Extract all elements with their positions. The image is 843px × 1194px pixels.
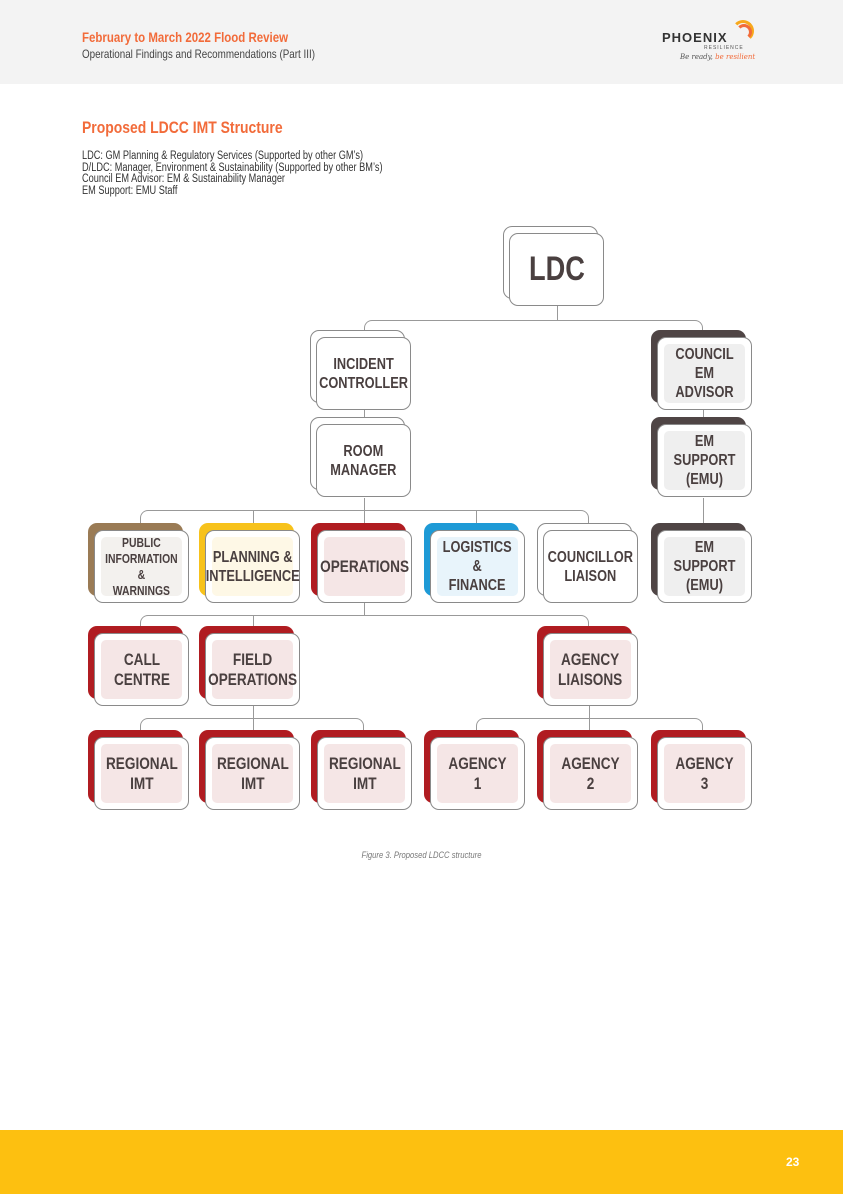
org-box-lf: LOGISTICS & FINANCE [424,523,525,603]
org-box-a2: AGENCY 2 [537,730,638,810]
org-box-r2: REGIONAL IMT [199,730,300,810]
connector-line [557,306,558,320]
box-label: AGENCY 2 [561,753,620,793]
connector-line [364,320,703,331]
box-label: INCIDENT CONTROLLER [319,355,408,392]
box-label: EM SUPPORT (EMU) [673,539,736,594]
box-label: REGIONAL IMT [216,753,289,793]
connector-line [140,615,589,626]
box-label: FIELD OPERATIONS [208,649,297,689]
page-title: Proposed LDCC IMT Structure [82,118,283,137]
org-box-ops: OPERATIONS [311,523,412,603]
box-label: OPERATIONS [320,556,409,576]
role-list: LDC: GM Planning & Regulatory Services (… [82,150,383,197]
box-label: AGENCY 1 [448,753,507,793]
box-label: LDC [528,250,585,288]
box-label: COUNCIL EM ADVISOR [675,346,734,401]
box-label: PLANNING & INTELLIGENCE [205,548,300,585]
box-label: REGIONAL IMT [328,753,401,793]
phoenix-resilience-logo: PHOENIX RESILIENCE Be ready, be resilien… [660,20,760,70]
report-title: February to March 2022 Flood Review [82,29,289,45]
org-box-ldc: LDC [503,226,604,306]
box-label: AGENCY 3 [675,753,734,793]
connector-line [140,718,364,730]
org-box-r1: REGIONAL IMT [88,730,189,810]
connector-line [476,510,477,523]
org-box-cl: COUNCILLOR LIAISON [537,523,638,603]
org-box-ems1: EM SUPPORT (EMU) [651,417,752,497]
org-box-a3: AGENCY 3 [651,730,752,810]
connector-line [253,706,254,718]
org-box-fo: FIELD OPERATIONS [199,626,300,706]
org-box-ems2: EM SUPPORT (EMU) [651,523,752,603]
page-header: February to March 2022 Flood Review Oper… [0,0,843,84]
connector-line [589,706,590,718]
connector-line [253,510,254,523]
org-box-a1: AGENCY 1 [424,730,525,810]
org-box-piw: PUBLIC INFORMATION & WARNINGS [88,523,189,603]
box-label: LOGISTICS & FINANCE [443,539,513,594]
org-box-rm: ROOM MANAGER [310,417,411,497]
connector-line [589,718,590,730]
org-box-r3: REGIONAL IMT [311,730,412,810]
box-label: COUNCILLOR LIAISON [547,548,634,585]
org-box-ic: INCIDENT CONTROLLER [310,330,411,410]
box-label: AGENCY LIAISONS [558,649,623,689]
connector-line [253,615,254,626]
connector-line [364,603,365,615]
org-box-cc: CALL CENTRE [88,626,189,706]
page-number: 23 [786,1155,800,1169]
connector-line [703,498,704,530]
box-label: CALL CENTRE [113,649,170,689]
footer-bar [0,1130,843,1194]
connector-line [253,718,254,730]
box-label: REGIONAL IMT [105,753,178,793]
connector-line [364,498,365,510]
box-label: PUBLIC INFORMATION & WARNINGS [105,534,178,598]
report-subtitle: Operational Findings and Recommendations… [82,47,315,61]
connector-line [364,510,365,523]
figure-caption: Figure 3. Proposed LDCC structure [361,850,482,860]
org-box-cea: COUNCIL EM ADVISOR [651,330,752,410]
org-box-pi: PLANNING & INTELLIGENCE [199,523,300,603]
box-label: EM SUPPORT (EMU) [673,433,736,488]
box-label: ROOM MANAGER [330,442,397,479]
org-box-al: AGENCY LIAISONS [537,626,638,706]
